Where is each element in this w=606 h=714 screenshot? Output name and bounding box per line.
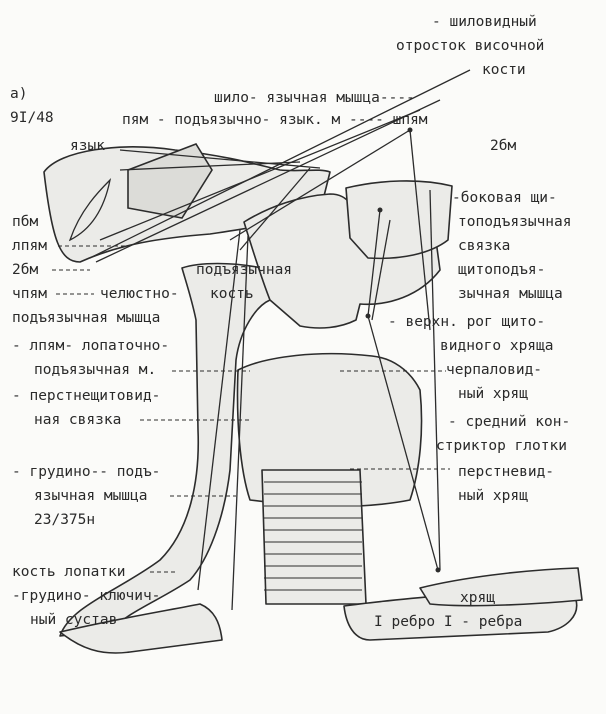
larynx-upper [345,180,453,260]
label-cricoid-1: перстневид- [458,464,555,480]
label-mylohyoid-2: подъязычная мышца [12,310,161,326]
label-middle-constrictor-2: стриктор глотки [436,438,567,454]
label-lateral-ligament-2: топодъязычная [458,214,572,230]
label-2bm-right: 2бм [490,138,517,154]
label-sternoclavicular-2: ный сустав [30,612,118,628]
label-hyoid-1: подъязычная [196,262,293,278]
label-middle-constrictor-1: - средний кон- [448,414,571,430]
label-styloid-1: - шиловидный [432,14,537,30]
rib-cartilage [419,567,583,607]
label-sternoclavicular-1: -грудино- ключич- [12,588,161,604]
label-rib: I ребро I - ребра [374,614,523,630]
cricoid-cartilage [236,352,423,508]
label-chpm: чпям [12,286,47,302]
label-pbm: пбм [12,214,39,230]
label-sternohyoid-1: - грудино-- подъ- [12,464,161,480]
label-styloglossus: шило- язычная мышца---- [214,90,415,106]
label-superior-horn-1: - верхн. рог щито- [388,314,546,330]
figure-code-bottom: 23/375н [34,512,96,528]
scapula-shape [59,603,223,654]
label-sternohyoid-2: язычная мышца [34,488,148,504]
label-arytenoid-1: черпаловид- [446,362,543,378]
label-styloid-2: отросток височной [396,38,545,54]
leader-lines [52,245,450,573]
attachment-dots [365,127,441,573]
label-lateral-ligament-3: связка [458,238,511,254]
hyoid-column [59,262,271,637]
label-hyoid-2: кость [210,286,254,302]
hyoid-block [127,143,213,219]
thyroid-cartilage [243,193,441,329]
label-mylohyoid-1: челюстно- [100,286,179,302]
label-lpm: лпям [12,238,47,254]
label-tongue: язык [70,138,105,154]
label-cricothyroid-2: ная связка [34,412,122,428]
label-hyoglossus: пям - подъязычно- язык. м ---- шпям [122,112,428,128]
label-omohyoid-2: подъязычная м. [34,362,157,378]
trachea-rings [264,481,362,591]
muscle-lines [68,69,471,611]
label-arytenoid-2: ный хрящ [458,386,528,402]
figure-code-top: 9I/48 [10,110,54,126]
label-thyrohyoid-1: щитоподъя- [458,262,546,278]
label-cartilage: хрящ [460,590,495,606]
label-cricothyroid-1: - перстнещитовид- [12,388,161,404]
label-styloid-3: кости [482,62,526,78]
label-2bm-left: 2бм [12,262,39,278]
label-cricoid-2: ный хрящ [458,488,528,504]
trachea [261,469,367,605]
label-lateral-ligament-1: -боковая щи- [452,190,557,206]
label-superior-horn-2: видного хряща [440,338,554,354]
label-omohyoid-1: - лпям- лопаточно- [12,338,170,354]
label-thyrohyoid-2: зычная мышца [458,286,563,302]
label-scapula: кость лопатки [12,564,126,580]
panel-letter: а) [10,86,28,102]
